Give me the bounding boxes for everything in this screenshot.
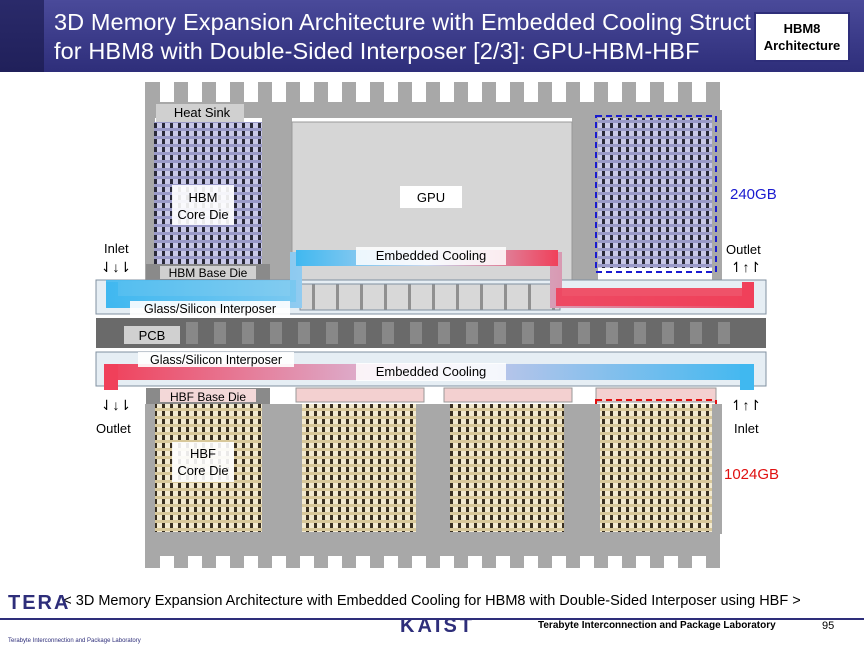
interposer-top-label: Glass/Silicon Interposer	[144, 302, 276, 316]
title-banner-accent	[0, 0, 44, 72]
hbm-core-die-right	[598, 118, 712, 268]
tera-logo: TERA	[8, 592, 71, 614]
pcb-label: PCB	[139, 328, 166, 343]
hbm-core-die-label-2: Core Die	[177, 207, 228, 222]
tera-logo-subtitle: Terabyte Interconnection and Package Lab…	[8, 638, 141, 644]
hbf-base-die-label: HBF Base Die	[170, 390, 246, 404]
page-title-line2: for HBM8 with Double-Sided Interposer [2…	[54, 38, 700, 64]
page-number: 95	[822, 620, 835, 632]
hbm-capacity-label: 240GB	[730, 186, 777, 203]
outlet-top-arrow-icon: ↿↑↾	[731, 259, 761, 275]
outlet-bottom-arrow-icon: ⇃↓⇂	[101, 397, 131, 413]
interposer-bottom-label: Glass/Silicon Interposer	[150, 353, 282, 367]
hbm-base-die-label: HBM Base Die	[169, 266, 248, 280]
hbm-capacity-box	[595, 115, 717, 273]
top-heat-sink: Heat Sink	[145, 78, 722, 280]
badge-line2: Architecture	[763, 38, 841, 53]
title-banner: 3D Memory Expansion Architecture with Em…	[0, 0, 864, 72]
pcb	[96, 318, 766, 348]
hbf-core-die-4	[600, 404, 712, 532]
gpu-label: GPU	[417, 190, 445, 205]
kaist-logo: KAIST	[400, 615, 475, 637]
architecture-diagram: Heat Sink HBM Core Die GPU 240GB HBM Bas…	[95, 78, 780, 576]
lab-name: Terabyte Interconnection and Package Lab…	[538, 620, 776, 631]
inlet-bottom-arrow-icon: ↿↑↾	[731, 397, 761, 413]
bottom-heat-sink	[145, 404, 722, 576]
outlet-bottom-label: Outlet	[96, 421, 131, 436]
hbm8-architecture-badge: HBM8 Architecture	[754, 12, 850, 62]
inlet-top-label: Inlet	[104, 241, 129, 256]
inlet-bottom-label: Inlet	[734, 421, 759, 436]
hbf-capacity-box	[595, 399, 717, 539]
footer-divider	[0, 618, 864, 620]
inlet-top-arrow-icon: ⇃↓⇂	[101, 259, 131, 275]
badge-line1: HBM8	[783, 21, 821, 36]
embedded-cooling-top-label: Embedded Cooling	[376, 248, 487, 263]
hbf-core-die-3	[450, 404, 564, 532]
hbf-core-die-2	[302, 404, 416, 532]
outlet-top-label: Outlet	[726, 242, 761, 257]
page-title-line1: 3D Memory Expansion Architecture with Em…	[54, 9, 752, 35]
heat-sink-label: Heat Sink	[174, 105, 231, 120]
hbf-core-die-label-2: Core Die	[177, 463, 228, 478]
hbm-core-die-label-1: HBM	[189, 190, 218, 205]
embedded-cooling-bottom-label: Embedded Cooling	[376, 364, 487, 379]
hbf-capacity-label: 1024GB	[724, 466, 779, 483]
figure-caption: < 3D Memory Expansion Architecture with …	[63, 593, 801, 609]
hbf-core-die-label-1: HBF	[190, 446, 216, 461]
